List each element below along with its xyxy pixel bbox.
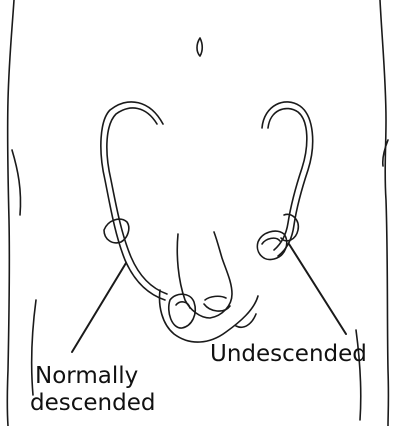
left-spermatic-cord (101, 102, 165, 300)
label-normally-line: Normally (30, 363, 155, 390)
navel (197, 38, 202, 56)
label-descended-line: descended (30, 390, 155, 417)
pointer-undescended (289, 244, 346, 334)
pointer-normal (72, 263, 126, 352)
undescended-testis (257, 231, 286, 259)
label-undescended: Undescended (210, 341, 367, 368)
left-body-outline (7, 0, 14, 426)
left-hip-contour (12, 150, 21, 215)
label-normally-descended: Normally descended (30, 363, 155, 417)
descended-testis (169, 294, 196, 328)
right-body-outline (380, 0, 388, 426)
